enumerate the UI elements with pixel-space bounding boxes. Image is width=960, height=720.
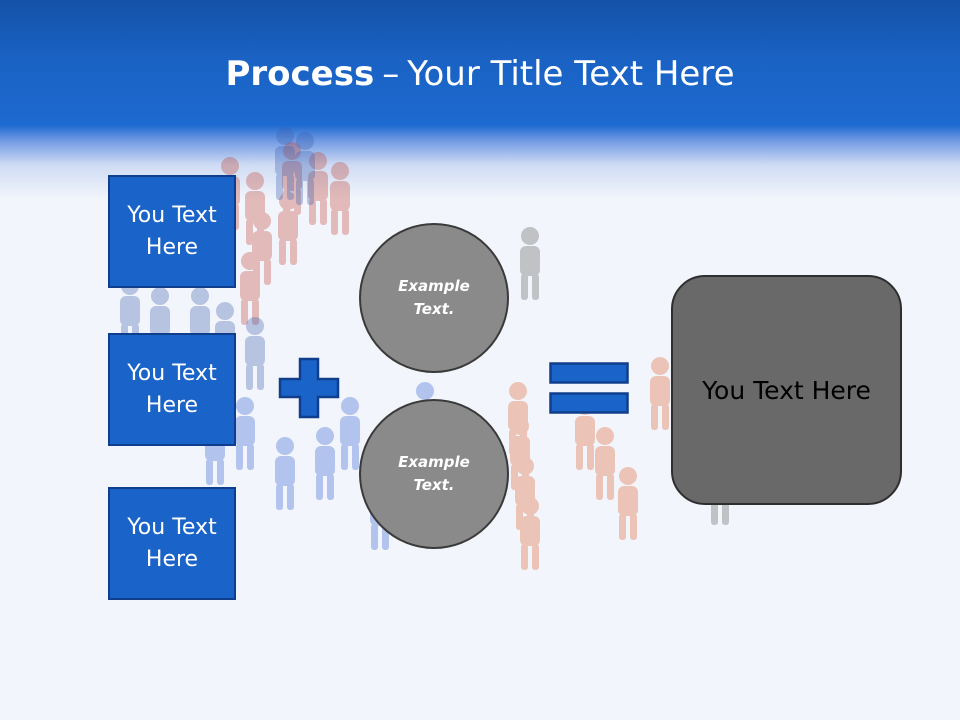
title-rest-part: Your Title Text Here bbox=[407, 54, 735, 94]
text-box-3: You Text Here bbox=[108, 487, 236, 600]
text-box-2: You Text Here bbox=[108, 333, 236, 446]
title-bold-part: Process bbox=[225, 54, 375, 94]
header-band bbox=[0, 0, 960, 200]
equals-icon bbox=[549, 362, 629, 414]
example-circle-2: Example Text. bbox=[359, 399, 509, 549]
slide-title: Process–Your Title Text Here bbox=[0, 50, 960, 98]
example-circle-1: Example Text. bbox=[359, 223, 509, 373]
plus-icon bbox=[278, 357, 340, 419]
result-box: You Text Here bbox=[671, 275, 902, 505]
title-separator: – bbox=[382, 54, 400, 94]
text-box-1: You Text Here bbox=[108, 175, 236, 288]
